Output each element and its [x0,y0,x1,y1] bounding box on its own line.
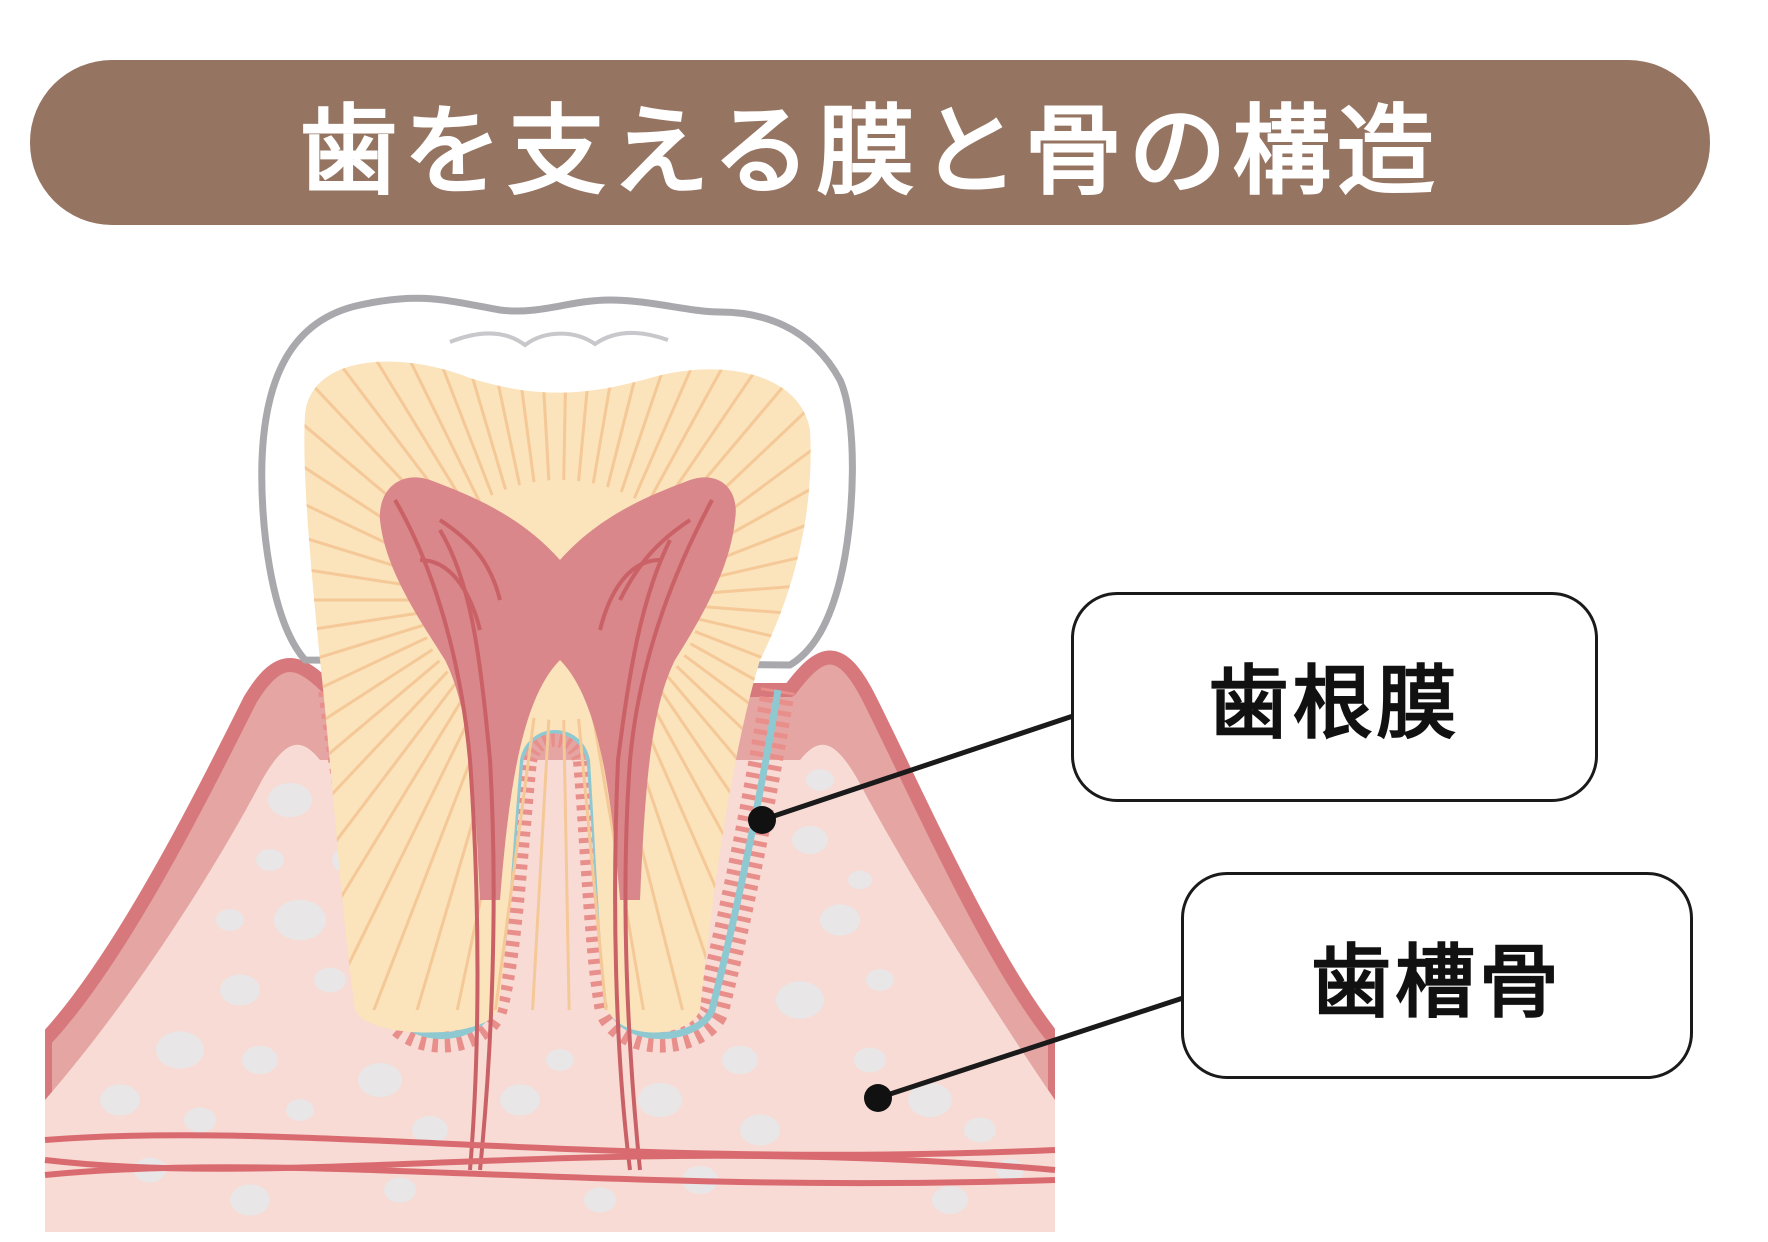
dentin-tubule-line [304,611,422,657]
gum-and-bone [45,650,1055,1232]
bone-spot [964,1117,996,1143]
dentin-tubule-line [577,718,618,1011]
blood-vessels [44,1132,1056,1187]
bone-spot [184,1107,216,1133]
bone-spot [854,1047,886,1073]
dentin-tubule-line [699,570,811,596]
bone-spot [384,1177,416,1203]
dentin-tubule-line [355,361,494,496]
dentin-tubule-line [562,719,573,1011]
bone-spot [268,782,312,818]
dentin-tubule-line [304,543,422,589]
bone-spot [314,967,346,993]
bone-spots [100,769,1024,1216]
dentin-tubule-line [606,361,704,488]
bone-leader-line [877,995,1184,1101]
bone-spot [820,904,860,936]
title-banner: 歯を支える膜と骨の構造 [30,60,1710,225]
dentin-tubule-line [694,630,811,739]
bone-spot [584,1187,616,1213]
dentin-tubule-line [304,670,449,912]
dentin-tubule-line [304,361,470,511]
bone-pointer-dot [864,1084,892,1112]
dentin-tubule-line [304,435,428,564]
dentin-tubule-line [304,361,459,520]
dentin-tubule-line [689,409,811,558]
bone-spot [220,974,260,1006]
dentin-tubule-line [591,361,662,484]
bone-spot [156,1031,204,1069]
dentin-tubule-line [689,642,811,791]
bone-spot [286,1099,314,1121]
dentin-tubule-line [437,361,522,486]
dentin-tubule-line [304,636,428,765]
dentin-tubule-line [562,361,573,481]
tooth [258,294,856,1171]
dentin-tubule-line [395,361,508,490]
bone-spot [100,1084,140,1116]
dentin-tubule-line [304,680,459,954]
dentin-tubule-line [619,361,746,493]
bone-spot [776,981,824,1019]
bone-spot [242,1045,278,1075]
crown-groove [449,330,669,348]
bone-spot [848,870,872,890]
alveolar-bone-label-text: 歯槽骨 [1311,935,1563,1029]
dentin-tubule-line [697,515,811,583]
bone-spot [908,1082,952,1118]
ligament-pointer-dot [748,806,776,834]
dentin-tubule-line [480,717,536,1011]
bone-spot [546,1049,574,1071]
bone-spot [792,825,828,855]
alveolar-bone-label: 歯槽骨 [1181,872,1693,1079]
bone-spot [638,1082,682,1118]
dentin-tubule-line [304,623,424,712]
bone-spot [412,1115,448,1145]
bone-spot [256,849,284,871]
bone-spot [806,769,834,791]
bone-spot [216,909,244,931]
bone-spot [500,1084,540,1116]
dentin-tubule-line [694,461,811,570]
bone-spot [722,1045,758,1075]
dentin-tubule-line [524,361,551,481]
dentin-tubule-line [697,617,811,685]
dentin-tubule-line [577,361,618,482]
dentin-tubule-line [524,719,551,1011]
page-title: 歯を支える膜と骨の構造 [299,94,1441,209]
bone-spot [866,969,894,991]
dentin-tubule-line [304,488,424,577]
dentin-tubule-line [480,361,536,483]
pulp [379,477,736,900]
periodontal-ligament-label: 歯根膜 [1071,592,1598,802]
bone-spot [932,1185,968,1215]
dentin-tubule-line [632,361,785,499]
dentin-tubule-line [645,361,811,507]
nerves [393,498,714,1171]
dentin-tubule-line [699,604,811,630]
bone-spot [358,1062,402,1098]
bone-spot [230,1184,270,1216]
ligament-leader-line [761,713,1074,823]
periodontal-ligament-label-text: 歯根膜 [1208,657,1461,750]
bone-spot [274,899,326,941]
dentin-tubule-line [317,361,481,503]
bone-spot [740,1114,780,1146]
